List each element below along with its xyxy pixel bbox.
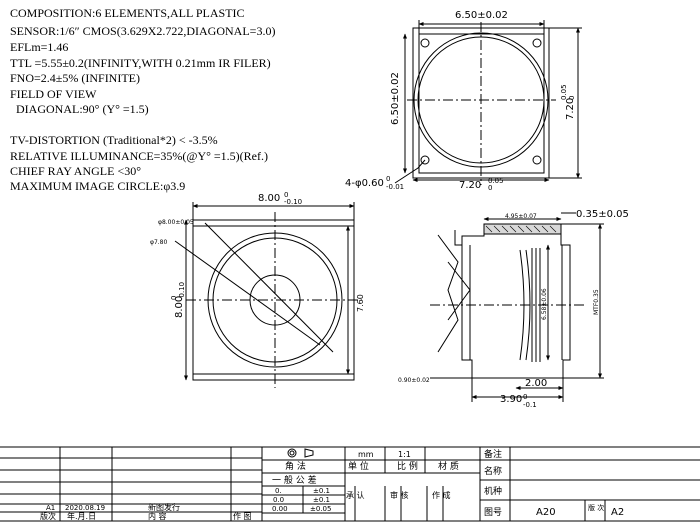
history-content: 新图发行	[148, 502, 180, 512]
history-content-label: 内 容	[148, 511, 167, 521]
dim-3-label: 3.90	[500, 394, 522, 405]
tol-value: 0.0	[273, 496, 284, 504]
review-label: 审 核	[390, 490, 409, 500]
drawing-no: A20	[536, 507, 556, 518]
dim-top-tol2: -0.10	[284, 198, 302, 206]
tol-range: ±0.05	[310, 505, 331, 513]
holder-profile	[454, 230, 485, 246]
leader-outer	[204, 222, 334, 353]
dim-left-label: 6.50±0.02	[390, 72, 401, 125]
dim-bottom-label: 7.20	[459, 180, 481, 191]
dim-left-tol: 0	[170, 296, 178, 300]
history-date: 2020.08.19	[65, 504, 105, 512]
drawing-no-label: 图号	[484, 507, 502, 518]
holes-tol2: -0.01	[386, 183, 404, 191]
dim-inner-label: 6.58±0.06	[541, 288, 548, 320]
dim-3-tol2: -0.1	[523, 401, 537, 409]
material-label: 材 质	[438, 460, 459, 472]
dim-top-label: 4.95±0.07	[505, 213, 537, 220]
tolerance-label: 一 般 公 差	[272, 474, 317, 486]
dim-bottom-tol2: 0	[488, 184, 492, 192]
name-label: 名称	[484, 465, 502, 477]
tol-value: 0.00	[272, 505, 288, 513]
hatch	[485, 225, 557, 233]
spec-line: CHIEF RAY ANGLE <30°	[10, 164, 142, 178]
lead-outer-label: φ8.00±0.05	[158, 219, 194, 226]
corner-hole	[420, 155, 430, 165]
history-version-label: 版次	[40, 511, 56, 521]
spec-line: EFLm=1.46	[10, 40, 69, 54]
corner-hole	[420, 38, 430, 48]
revision-label: 版 次	[588, 503, 604, 512]
model-label: 机种	[484, 485, 502, 497]
dim-top-tol: 0	[284, 191, 288, 199]
lead-inner-label: φ7.80	[150, 239, 168, 246]
leader-inner	[174, 240, 321, 346]
dim-right-tol2: 0	[568, 96, 576, 100]
spec-line: SENSOR:1/6″ CMOS(3.629X2.722,DIAGONAL=3.…	[10, 24, 276, 38]
history-author-label: 作 图	[233, 511, 252, 521]
dim-2-label: 2.00	[525, 378, 547, 389]
title-block	[0, 446, 700, 522]
spec-line: MAXIMUM IMAGE CIRCLE:φ3.9	[10, 179, 186, 193]
barrel-top-section	[483, 223, 562, 235]
angle-label: 角 法	[285, 460, 306, 472]
history-version: A1	[46, 504, 55, 512]
spec-line: TV-DISTORTION (Traditional*2) < -3.5%	[10, 133, 218, 147]
dim-top-label: 6.50±0.02	[455, 10, 508, 21]
spec-line: DIAGONAL:90° (Y° =1.5)	[10, 102, 149, 116]
front-view-labels: 8.00 0 -0.10 8.00 0 -0.10 7.60 φ8.00±0.0…	[150, 191, 365, 318]
spec-line: COMPOSITION:6 ELEMENTS,ALL PLASTIC	[10, 6, 245, 20]
side-view	[430, 212, 604, 402]
spec-line: FIELD OF VIEW	[10, 87, 97, 101]
tol-range: ±0.1	[313, 496, 330, 504]
top-view	[394, 20, 582, 185]
dim-bottom-left-label: 0.90±0.02	[398, 377, 430, 384]
holes-label: 4-φ0.60	[345, 178, 384, 189]
scale-label: 比 例	[397, 460, 418, 472]
dim-bottom-tol: 0.05	[488, 177, 504, 185]
lens-outline	[447, 261, 471, 321]
dim-right-label: 7.20	[565, 98, 576, 120]
side-view-labels: 4.95±0.07 0.35±0.05 6.58±0.06 MTF0.35 0.…	[398, 209, 629, 409]
dim-right-label: 7.60	[356, 294, 365, 312]
tol-value: 0.	[275, 487, 282, 495]
unit-value: mm	[358, 450, 374, 459]
holes-tol: 0	[386, 175, 390, 183]
front-view	[174, 202, 362, 388]
tol-range: ±0.1	[313, 487, 330, 495]
dim-3-tol: 0	[523, 393, 527, 401]
corner-hole	[532, 155, 542, 165]
title-block-text: mm 1:1 角 法 单 位 比 例 材 质 一 般 公 差 0. ±0.1 0…	[40, 448, 624, 521]
lens-outline	[437, 234, 459, 353]
hole-leader	[394, 159, 426, 184]
spec-line: FNO=2.4±5% (INFINITE)	[10, 71, 141, 85]
dim-total-label: MTF0.35	[593, 289, 600, 315]
dim-top-label: 8.00	[258, 193, 280, 204]
revision: A2	[611, 507, 624, 518]
holder-profile	[461, 234, 571, 379]
spec-line: TTL =5.55±0.2(INFINITY,WITH 0.21mm IR FI…	[10, 56, 271, 70]
history-date-label: 年.月.日	[67, 511, 96, 521]
corner-hole	[532, 38, 542, 48]
author-label: 作 成	[432, 490, 451, 500]
top-view-labels: 6.50±0.02 6.50±0.02 7.20 0.05 0 7.20 0.0…	[345, 10, 576, 192]
unit-label: 单 位	[348, 460, 369, 472]
spec-line: RELATIVE ILLUMINANCE=35%(@Y° =1.5)(Ref.)	[10, 149, 268, 163]
dim-left-tol2: -0.10	[178, 282, 186, 300]
remarks-label: 备注	[484, 448, 502, 460]
approve-label: 承 认	[346, 490, 365, 500]
dim-right-tol: 0.05	[560, 84, 568, 100]
dim-right-top-label: 0.35±0.05	[576, 209, 629, 220]
dim-left-label: 8.00	[174, 296, 185, 318]
scale-value: 1:1	[398, 450, 411, 459]
